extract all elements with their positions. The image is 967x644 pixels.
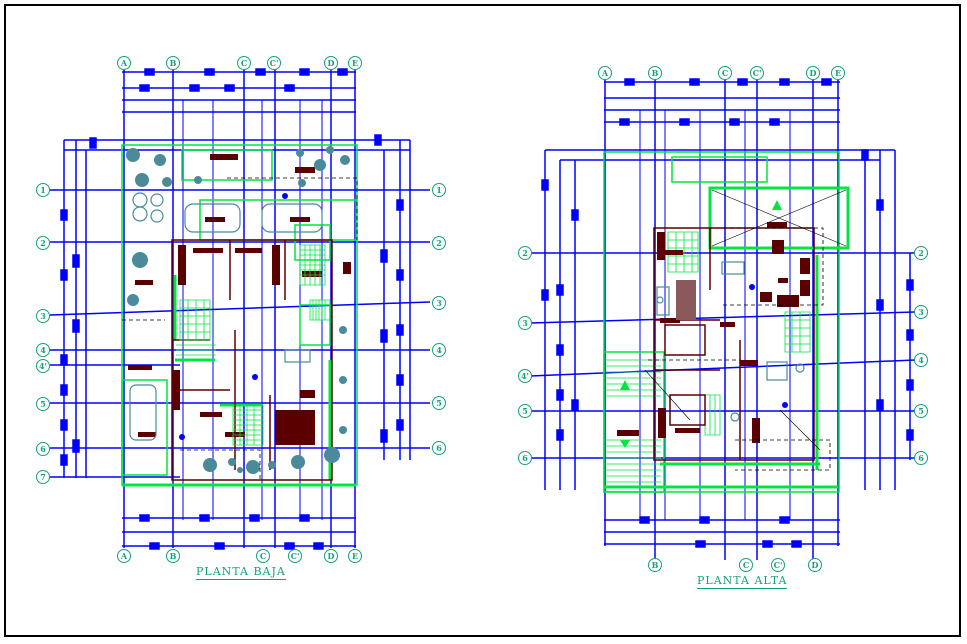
axis-label: D [808, 558, 822, 572]
axis-label: C' [771, 558, 785, 572]
axis-label: C [237, 56, 251, 70]
axis-label: E [348, 56, 362, 70]
axis-label: B [166, 56, 180, 70]
axis-label: E [831, 66, 845, 80]
axis-label: 3 [914, 305, 928, 319]
axis-label: 6 [432, 441, 446, 455]
axis-label: 6 [36, 442, 50, 456]
axis-label: 2 [518, 246, 532, 260]
drawing-frame [4, 4, 961, 637]
axis-label: B [166, 549, 180, 563]
axis-label: 3 [518, 316, 532, 330]
axis-label: B [648, 66, 662, 80]
planta-baja-title: PLANTA BAJA [196, 565, 286, 580]
axis-label: C [739, 558, 753, 572]
axis-label: E [348, 549, 362, 563]
axis-label: 2 [36, 236, 50, 250]
axis-label: D [324, 549, 338, 563]
axis-label: 5 [36, 397, 50, 411]
axis-label: C [718, 66, 732, 80]
axis-label: C' [288, 549, 302, 563]
axis-label: 6 [518, 451, 532, 465]
axis-label: 5 [518, 404, 532, 418]
axis-label: 6 [914, 451, 928, 465]
axis-label: 2 [432, 236, 446, 250]
axis-label: A [117, 56, 131, 70]
axis-label: 3 [36, 309, 50, 323]
axis-label: 4 [36, 343, 50, 357]
axis-label: A [598, 66, 612, 80]
axis-label: 7 [36, 470, 50, 484]
axis-label: 2 [914, 246, 928, 260]
axis-label: 4 [914, 353, 928, 367]
axis-label: 1 [36, 183, 50, 197]
axis-label: D [324, 56, 338, 70]
axis-label: 4 [432, 343, 446, 357]
axis-label: A [117, 549, 131, 563]
planta-alta-plan [529, 78, 916, 560]
axis-label: 5 [432, 396, 446, 410]
axis-label: 4' [518, 369, 532, 383]
axis-label: D [806, 66, 820, 80]
axis-label: 3 [432, 296, 446, 310]
axis-label: 4' [36, 359, 50, 373]
axis-label: B [648, 558, 662, 572]
axis-label: C' [750, 66, 764, 80]
axis-label: C' [267, 56, 281, 70]
axis-label: 5 [914, 404, 928, 418]
axis-label: C [256, 549, 270, 563]
planta-baja-plan [49, 68, 431, 550]
axis-label: 1 [432, 183, 446, 197]
planta-alta-title: PLANTA ALTA [697, 574, 788, 589]
